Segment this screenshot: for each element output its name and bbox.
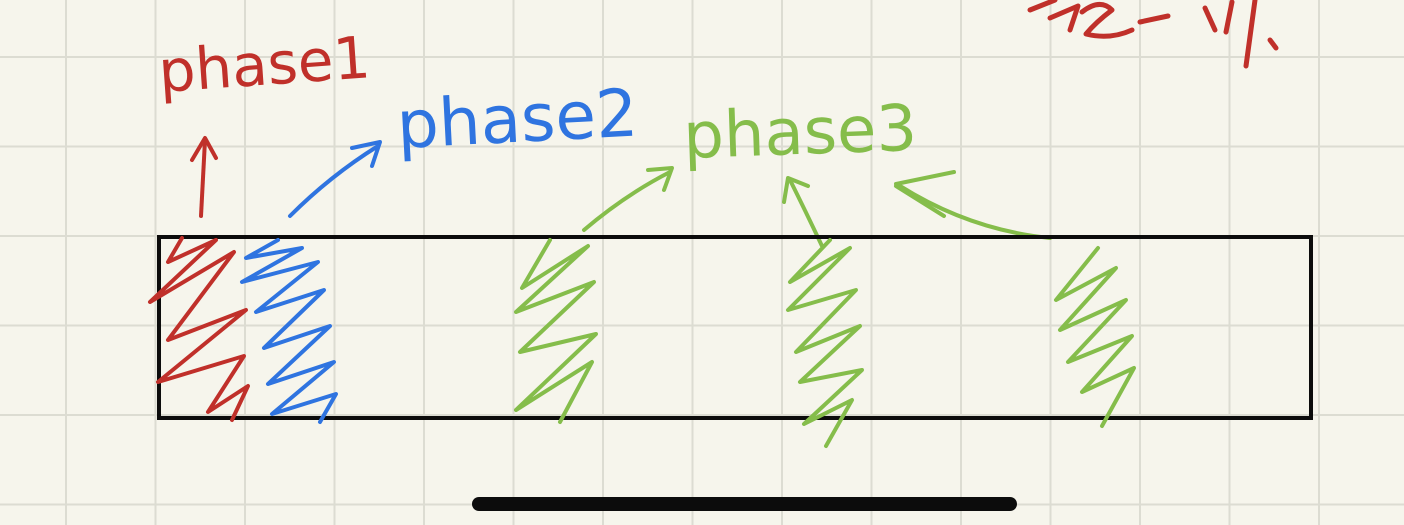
green-scribble-1 bbox=[514, 238, 598, 424]
phase3-arrows bbox=[582, 166, 1052, 248]
top-right-scribble bbox=[1027, 0, 1279, 69]
phase2-label: phase2 bbox=[395, 74, 640, 164]
phase1-arrow bbox=[190, 136, 218, 218]
phase1-label: phase1 bbox=[156, 23, 372, 106]
phase3-label: phase3 bbox=[682, 92, 918, 174]
phase2-arrow bbox=[288, 140, 382, 218]
array-rectangle bbox=[157, 235, 1313, 420]
red-scribble bbox=[148, 236, 250, 422]
green-scribble-3 bbox=[1054, 246, 1136, 428]
blue-scribble bbox=[240, 238, 338, 424]
green-scribble-2 bbox=[786, 238, 864, 448]
home-indicator-bar[interactable] bbox=[472, 497, 1017, 511]
